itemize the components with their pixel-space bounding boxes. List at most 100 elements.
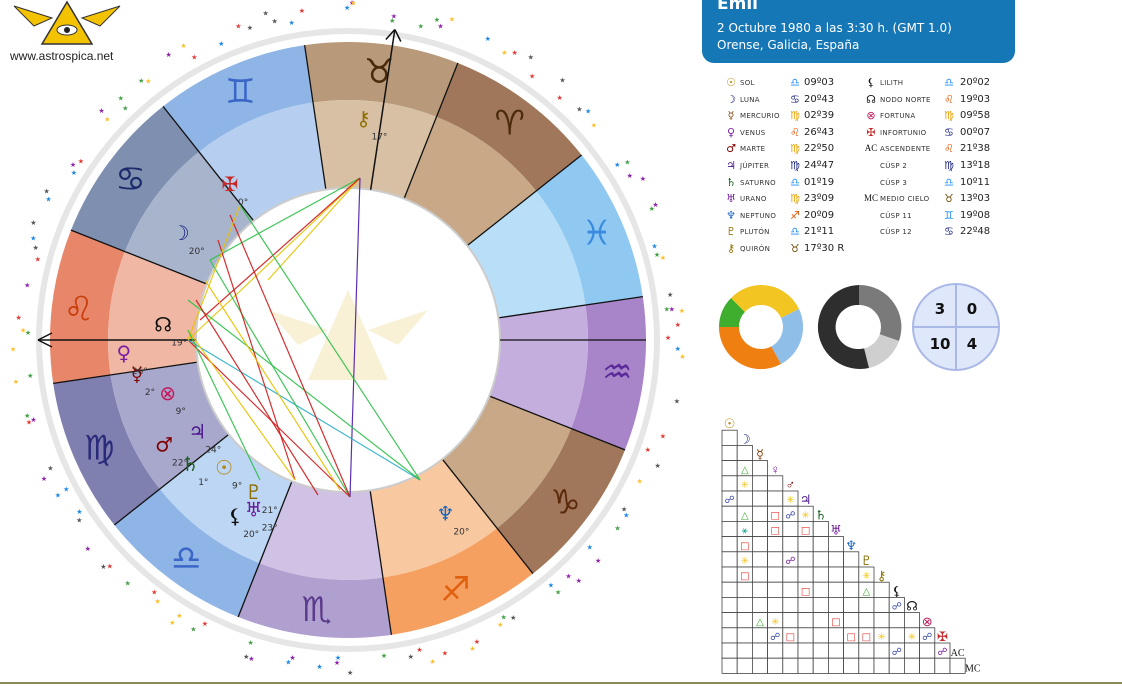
aspect-cell [858,581,875,598]
star-decoration-icon: ★ [41,475,47,483]
taurus-icon: ♉ [790,242,800,255]
aspect-symbol-icon: △ [741,510,749,521]
astrospica-logo[interactable]: www.astrospica.net [4,0,128,66]
star-decoration-icon: ★ [576,106,582,114]
aspect-cell [721,597,738,614]
position-row: ♆NEPTUNO♐20º09 [724,209,874,225]
point-name: CÚSP 11 [880,211,912,220]
aspect-cell [767,536,784,553]
star-decoration-icon: ★ [289,654,295,662]
aspect-symbol-icon: ✳ [786,495,794,506]
star-decoration-icon: ★ [180,42,186,50]
star-decoration-icon: ★ [416,646,422,654]
aspect-cell [767,627,784,644]
aspect-cell [721,642,738,659]
wheel-planet-icon: ☿ [131,362,143,386]
aspect-line [239,204,421,481]
planet-glyph-icon: ☿ [727,109,735,123]
position-row: ⚷QUIRÓN♉17º30 R [724,242,874,258]
aspect-cell [949,657,966,674]
star-decoration-icon: ★ [272,17,278,25]
point-name: QUIRÓN [740,245,771,253]
position-row: ♀VENUS♌26º43 [724,126,874,142]
saturn-icon: ♄ [815,507,827,522]
star-decoration-icon: ★ [335,654,341,662]
star-decoration-icon: ★ [118,95,124,103]
aspect-cell [752,521,769,538]
star-decoration-icon: ★ [591,122,597,130]
position-row: ♂MARTE♍22º50 [724,142,874,158]
aspect-line [195,299,319,496]
aspect-cell [782,505,799,522]
point-name: CÚSP 2 [880,162,908,170]
aspect-symbol-icon: △ [863,586,871,597]
aspect-cell [782,642,799,659]
wheel-planet-degree: 17° [371,133,387,143]
aspect-line [187,177,361,341]
sign-band-leo [50,230,125,384]
aspect-cell [767,597,784,614]
point-name: SATURNO [740,178,776,187]
planet-glyph-icon: ♂ [726,142,736,156]
star-decoration-icon: ★ [235,23,241,31]
wheel-planet-degree: 20° [453,527,469,537]
star-decoration-icon: ★ [24,281,30,289]
aspect-cell [797,505,814,522]
star-decoration-icon: ★ [176,612,182,620]
position-value: 09º58 [960,110,991,122]
aspect-cell [797,536,814,553]
point-name: VENUS [740,128,766,137]
aspect-cell [736,460,753,477]
position-value: 20º43 [804,93,835,105]
star-decoration-icon: ★ [30,416,36,424]
sign-divider [70,229,207,285]
aspect-cell [797,597,814,614]
position-value: 13º03 [960,193,991,205]
aspect-line [187,339,351,498]
scorpio-icon: ♏ [301,590,331,630]
aspect-cell [782,521,799,538]
aspect-cell [767,475,784,492]
planet-positions-table: ☉SOL♎09º03☽LUNA♋20º43☿MERCURIO♍02º39♀VEN… [724,76,864,256]
aspect-cell [782,597,799,614]
point-name: LUNA [740,95,760,104]
aspect-cell [736,627,753,644]
position-row: ✠INFORTUNIO♋00º07 [864,126,1014,142]
aspect-cell [721,505,738,522]
star-decoration-icon: ★ [349,0,355,7]
star-decoration-icon: ★ [138,77,144,85]
virgo-icon: ♍ [790,159,800,172]
wheel-planet-icon: ♆ [436,501,454,525]
aspect-cell [752,566,769,583]
aspect-cell [736,581,753,598]
sign-inner-band-leo [107,251,207,375]
sign-divider [113,433,230,526]
aspect-cell [767,551,784,568]
aspect-cell [752,581,769,598]
planet-glyph-icon: ♄ [726,175,736,189]
star-decoration-icon: ★ [190,626,196,634]
site-url[interactable]: www.astrospica.net [10,49,114,63]
taurus-icon: ♉ [364,52,394,92]
aspect-cell [797,627,814,644]
aspect-cell [858,627,875,644]
aspect-cell [782,581,799,598]
wheel-planet-icon: ⚷ [356,107,371,131]
aspect-symbol-icon: ✳ [741,480,749,491]
aspect-cell [888,612,905,629]
aspect-symbol-icon: △ [741,465,749,476]
aspect-symbol-icon: ✳ [771,617,779,628]
planet-glyph-icon: ⚷ [726,242,736,255]
star-decoration-icon: ★ [674,397,680,405]
aspect-symbol-icon: ☍ [785,556,795,567]
aspect-cell [843,566,860,583]
point-name: MEDIO CIELO [880,195,930,204]
wheel-planet-degree: 20° [243,530,259,540]
star-decoration-icon: ★ [664,306,670,314]
aspect-cell [736,444,753,461]
aspect-line [199,177,361,321]
aspect-cell [812,566,829,583]
position-value: 22º48 [960,226,991,238]
aspect-line [204,279,341,491]
